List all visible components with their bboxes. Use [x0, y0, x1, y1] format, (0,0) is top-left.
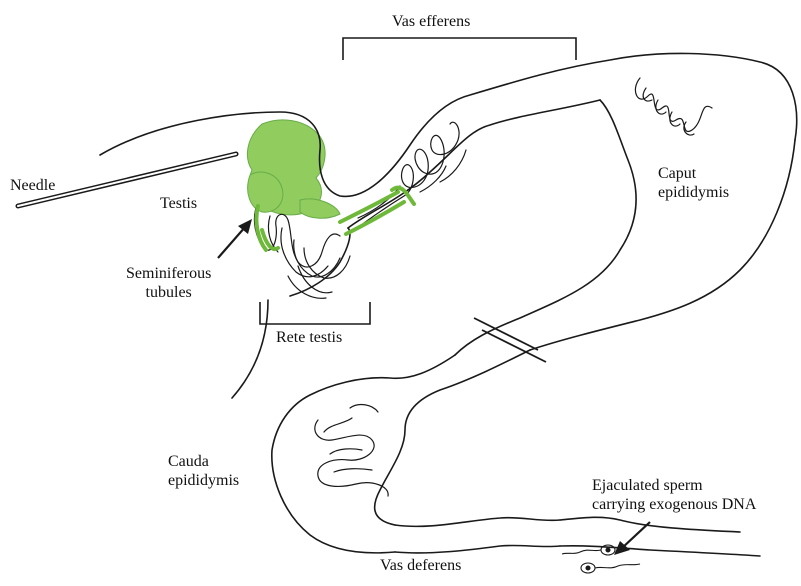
- rete-testis-label: Rete testis: [276, 328, 342, 347]
- labelled-efferent-ducts: [340, 188, 414, 234]
- caput-label-line1: Caput: [658, 164, 729, 183]
- caput-label-line2: epididymis: [658, 183, 729, 202]
- vas-deferens-label: Vas deferens: [380, 556, 461, 575]
- testis-label: Testis: [160, 194, 197, 213]
- caput-epididymis-label: Caput epididymis: [658, 164, 729, 202]
- ejaculated-sperm-label: Ejaculated sperm carrying exogenous DNA: [592, 476, 756, 514]
- needle-label: Needle: [10, 176, 55, 195]
- cauda-epididymis-label: Cauda epididymis: [168, 452, 239, 490]
- cauda-label-line2: epididymis: [168, 471, 239, 490]
- cauda-label-line1: Cauda: [168, 452, 239, 471]
- seminiferous-label-line1: Seminiferous: [126, 264, 211, 283]
- injected-dna-cloud: [247, 120, 340, 218]
- cauda-coils: [315, 405, 388, 496]
- sperm-label-line2: carrying exogenous DNA: [592, 495, 756, 514]
- caput-tubules: [635, 78, 712, 135]
- rete-testis-tubules: [254, 208, 350, 298]
- seminiferous-arrow-icon: [218, 219, 252, 258]
- rete-testis-bracket: [260, 302, 370, 324]
- vas-efferens-coils: [352, 122, 466, 232]
- sperm-label-line1: Ejaculated sperm: [592, 476, 756, 495]
- vas-efferens-bracket: [343, 38, 576, 60]
- break-marks-icon: [474, 318, 546, 362]
- vas-efferens-label: Vas efferens: [392, 12, 470, 31]
- seminiferous-tubules-label: Seminiferous tubules: [126, 264, 211, 302]
- seminiferous-label-line2: tubules: [126, 283, 211, 302]
